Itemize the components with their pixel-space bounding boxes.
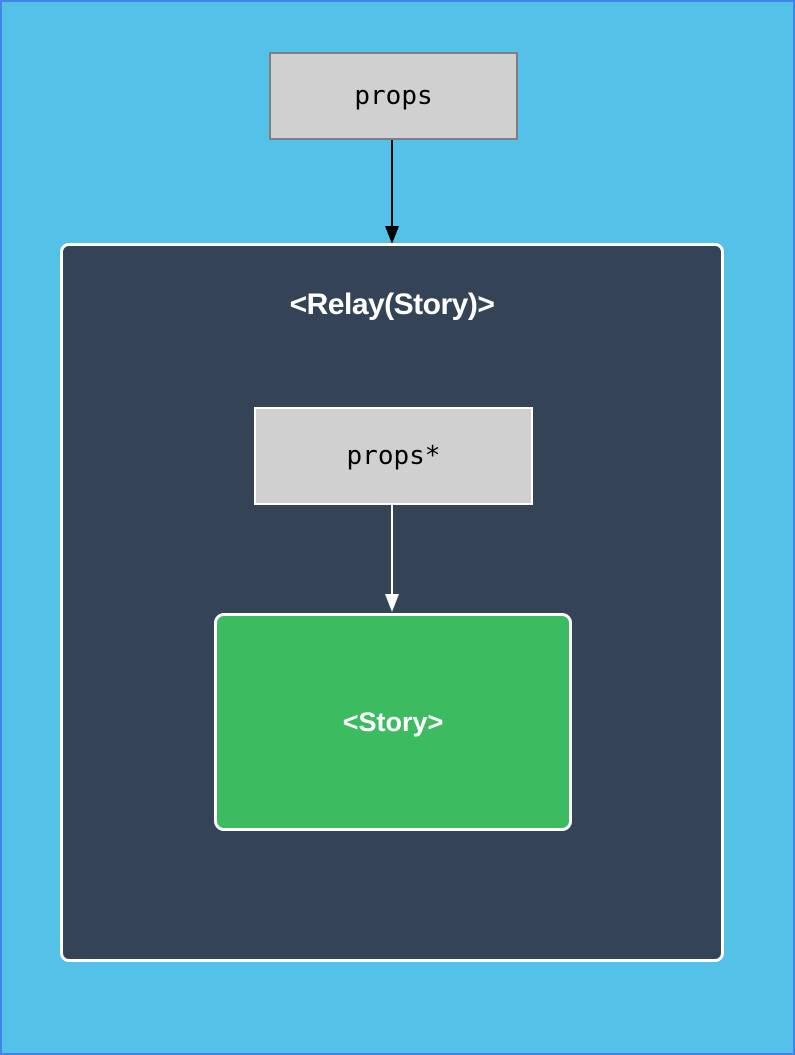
- story-box: <Story>: [214, 613, 572, 831]
- relay-panel-title: <Relay(Story)>: [289, 288, 495, 321]
- props-box: props: [269, 52, 518, 140]
- inner-props-box: props*: [254, 407, 533, 505]
- relay-panel: <Relay(Story)> props* <Story>: [60, 243, 724, 962]
- story-box-label: <Story>: [342, 706, 444, 737]
- arrow-down-icon: [385, 505, 399, 612]
- arrow-down-icon: [385, 140, 399, 244]
- inner-props-box-label: props*: [346, 441, 441, 471]
- props-box-label: props: [354, 81, 433, 111]
